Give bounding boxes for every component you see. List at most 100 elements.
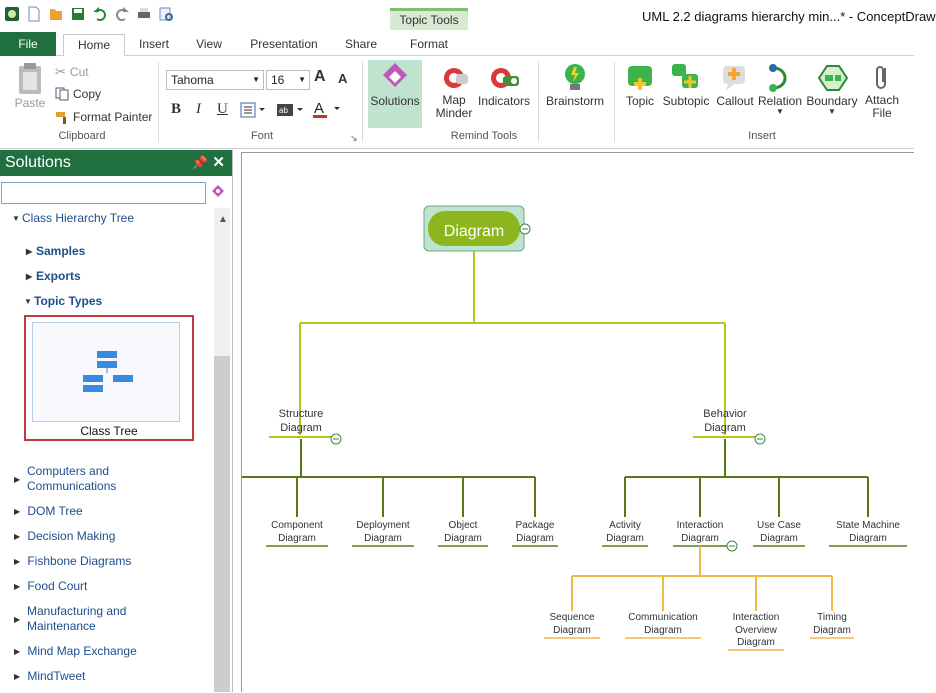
tree-item-dom-tree[interactable]: ▶ DOM Tree xyxy=(14,504,83,518)
tab-view[interactable]: View xyxy=(196,37,222,51)
solutions-search-input[interactable] xyxy=(1,182,206,204)
use-case-label-1[interactable]: Use Case xyxy=(757,520,801,531)
subtopic-button[interactable]: Subtopic xyxy=(660,62,712,108)
tree-item-samples[interactable]: ▶Samples xyxy=(26,244,85,258)
structure-topic-label-1[interactable]: Structure xyxy=(279,408,324,420)
class-tree-thumbnail[interactable]: Class Tree xyxy=(24,315,194,441)
font-dialog-launcher-icon[interactable]: ↘ xyxy=(350,133,358,143)
tab-file[interactable]: File xyxy=(0,32,56,56)
behavior-topic-label-2[interactable]: Diagram xyxy=(704,422,746,434)
state-machine-label-2[interactable]: Diagram xyxy=(849,533,887,544)
root-topic-label: Diagram xyxy=(444,223,504,240)
tab-insert[interactable]: Insert xyxy=(138,37,169,51)
highlight-button[interactable]: ab xyxy=(276,102,304,121)
tree-item-mind-map-exchange[interactable]: ▶ Mind Map Exchange xyxy=(14,644,137,658)
chevron-up-icon[interactable]: ▲ xyxy=(218,214,228,225)
new-file-icon[interactable] xyxy=(26,6,42,22)
copy-button[interactable]: Copy xyxy=(55,87,101,101)
relation-button[interactable]: Relation ▼ xyxy=(756,62,804,116)
timing-label-1[interactable]: Timing xyxy=(817,612,847,623)
paste-button[interactable]: Paste xyxy=(10,62,50,110)
tab-format[interactable]: Format xyxy=(409,37,448,51)
print-preview-icon[interactable] xyxy=(158,6,174,22)
shrink-font-button[interactable]: A xyxy=(338,71,348,86)
undo-icon[interactable] xyxy=(92,6,108,22)
tree-item-food-court[interactable]: ▶ Food Court xyxy=(14,579,87,593)
indicators-button[interactable]: Indicators xyxy=(476,64,532,108)
state-machine-label-1[interactable]: State Machine xyxy=(836,520,900,531)
callout-button[interactable]: Callout xyxy=(714,62,756,108)
package-label-2[interactable]: Diagram xyxy=(516,533,554,544)
component-label-2[interactable]: Diagram xyxy=(278,533,316,544)
interaction-overview-label-3[interactable]: Diagram xyxy=(737,637,775,648)
font-family-select[interactable]: Tahoma ▼ xyxy=(166,70,264,90)
open-file-icon[interactable] xyxy=(48,6,64,22)
boundary-button[interactable]: Boundary ▼ xyxy=(804,62,860,116)
format-painter-button[interactable]: Format Painter xyxy=(55,110,152,124)
interaction-overview-label-1[interactable]: Interaction xyxy=(733,612,780,623)
tree-item-exports[interactable]: ▶Exports xyxy=(26,269,81,283)
activity-label-2[interactable]: Diagram xyxy=(606,533,644,544)
expand-icon: ▶ xyxy=(26,272,33,281)
sequence-label-1[interactable]: Sequence xyxy=(549,612,594,623)
tree-item-label: Class Hierarchy Tree xyxy=(22,211,135,225)
tab-home[interactable]: Home xyxy=(63,34,125,57)
object-label-2[interactable]: Diagram xyxy=(444,533,482,544)
interaction-label-1[interactable]: Interaction xyxy=(677,520,724,531)
tab-presentation[interactable]: Presentation xyxy=(250,37,318,51)
timing-label-2[interactable]: Diagram xyxy=(813,625,851,636)
tree-item-class-hierarchy-tree[interactable]: ▼Class Hierarchy Tree xyxy=(12,211,134,225)
cut-button[interactable]: ✂Cut xyxy=(55,64,89,80)
bold-button[interactable]: B xyxy=(171,101,182,117)
brainstorm-button[interactable]: Brainstorm xyxy=(544,62,606,108)
deployment-label-1[interactable]: Deployment xyxy=(356,520,410,531)
align-button[interactable] xyxy=(240,102,266,121)
interaction-label-2[interactable]: Diagram xyxy=(681,533,719,544)
diagram-canvas[interactable]: Diagram Structure Diagram Behavior Diagr… xyxy=(241,152,914,692)
topic-tools-context-tab[interactable]: Topic Tools xyxy=(390,8,468,30)
pin-icon[interactable]: 📌 xyxy=(191,155,208,170)
map-minder-button[interactable]: Map Minder xyxy=(432,64,476,120)
solutions-label: Solutions xyxy=(370,94,420,108)
attach-file-button[interactable]: Attach File xyxy=(862,62,902,120)
tree-item-mindtweet[interactable]: ▶ MindTweet xyxy=(14,669,85,683)
communication-label-1[interactable]: Communication xyxy=(628,612,697,623)
italic-button[interactable]: I xyxy=(196,101,201,117)
tree-item-topic-types[interactable]: ▼Topic Types xyxy=(24,294,102,308)
subtopic-icon xyxy=(672,64,698,88)
communication-label-2[interactable]: Diagram xyxy=(644,625,682,636)
close-icon[interactable]: ✕ xyxy=(212,154,225,171)
package-label-1[interactable]: Package xyxy=(516,520,555,531)
save-icon[interactable] xyxy=(70,6,86,22)
grow-font-button[interactable]: A xyxy=(314,68,326,85)
root-topic[interactable] xyxy=(428,211,520,246)
activity-label-1[interactable]: Activity xyxy=(609,520,641,531)
tree-item-fishbone-diagrams[interactable]: ▶ Fishbone Diagrams xyxy=(14,554,131,568)
sequence-label-2[interactable]: Diagram xyxy=(553,625,591,636)
search-settings-icon[interactable] xyxy=(210,184,226,200)
interaction-overview-label-2[interactable]: Overview xyxy=(735,625,777,636)
tree-item-label: Mind Map Exchange xyxy=(27,644,137,658)
group-divider xyxy=(158,62,159,142)
tab-share[interactable]: Share xyxy=(344,37,378,51)
font-color-button[interactable]: A xyxy=(312,100,342,121)
tree-item-label: Manufacturing and xyxy=(27,604,127,618)
topic-button[interactable]: Topic xyxy=(620,62,660,108)
chevron-down-icon: ▼ xyxy=(776,107,784,116)
print-icon[interactable] xyxy=(136,6,152,22)
deployment-label-2[interactable]: Diagram xyxy=(364,533,402,544)
panel-scrollbar[interactable]: ▲ xyxy=(214,208,230,692)
object-label-1[interactable]: Object xyxy=(449,520,478,531)
use-case-label-2[interactable]: Diagram xyxy=(760,533,798,544)
underline-button[interactable]: U xyxy=(217,101,228,117)
redo-icon[interactable] xyxy=(114,6,130,22)
cut-label: Cut xyxy=(69,65,89,79)
app-icon[interactable] xyxy=(4,6,20,22)
tree-item-decision-making[interactable]: ▶ Decision Making xyxy=(14,529,115,543)
font-size-select[interactable]: 16 ▼ xyxy=(266,70,310,90)
component-label-1[interactable]: Component xyxy=(271,520,323,531)
structure-topic-label-2[interactable]: Diagram xyxy=(280,422,322,434)
solutions-button[interactable]: Solutions xyxy=(368,60,422,128)
scroll-thumb[interactable] xyxy=(214,356,230,692)
behavior-topic-label-1[interactable]: Behavior xyxy=(703,408,747,420)
